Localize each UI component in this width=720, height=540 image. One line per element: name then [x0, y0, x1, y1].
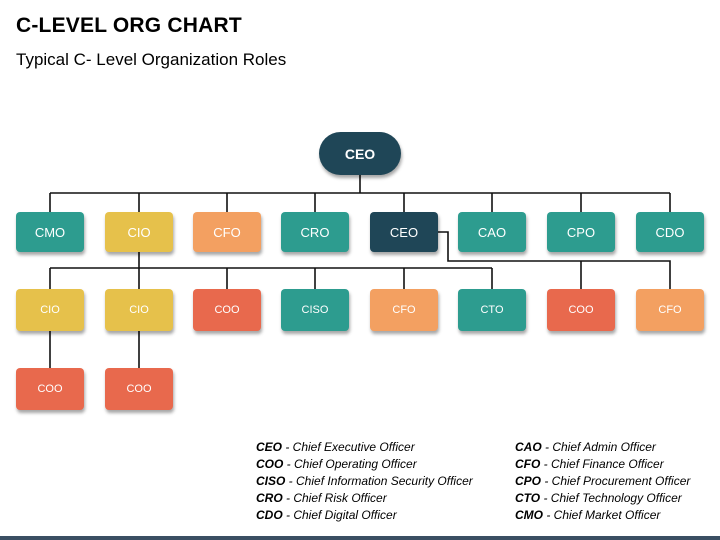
org-node-l1-cdo[interactable]: CDO: [636, 212, 704, 252]
legend-desc: - Chief Procurement Officer: [541, 474, 691, 488]
org-node-label: CISO: [301, 304, 329, 316]
org-node-label: CPO: [566, 224, 596, 240]
org-node-label: CFO: [213, 224, 241, 240]
legend-desc: - Chief Digital Officer: [282, 508, 397, 522]
legend-desc: - Chief Finance Officer: [540, 457, 664, 471]
legend-abbr: CRO: [256, 491, 283, 505]
legend-abbr: CISO: [256, 474, 286, 488]
legend-item: CDO - Chief Digital Officer: [256, 507, 473, 524]
legend-item: CAO - Chief Admin Officer: [515, 439, 690, 456]
org-node-label: CFO: [392, 304, 416, 316]
org-node-l1-ceo[interactable]: CEO: [370, 212, 438, 252]
legend-desc: - Chief Operating Officer: [283, 457, 417, 471]
org-node-label: CDO: [655, 224, 685, 240]
legend-item: CFO - Chief Finance Officer: [515, 456, 690, 473]
legend-abbr: CMO: [515, 508, 543, 522]
legend-item: CPO - Chief Procurement Officer: [515, 473, 690, 490]
org-node-label: COO: [568, 304, 594, 316]
org-node-label: CIO: [129, 304, 149, 316]
org-node-l2-cto[interactable]: CTO: [458, 289, 526, 331]
org-node-label: CEO: [344, 145, 376, 162]
org-node-l1-cpo[interactable]: CPO: [547, 212, 615, 252]
org-node-l2-cio-b[interactable]: CIO: [105, 289, 173, 331]
org-node-l2-coo-b[interactable]: COO: [547, 289, 615, 331]
org-node-label: COO: [37, 383, 63, 395]
legend-item: CRO - Chief Risk Officer: [256, 490, 473, 507]
legend-item: CEO - Chief Executive Officer: [256, 439, 473, 456]
legend-desc: - Chief Risk Officer: [282, 491, 387, 505]
legend-abbr: CTO: [515, 491, 541, 505]
org-node-l2-coo-a[interactable]: COO: [193, 289, 261, 331]
connector-ceo-branch: [437, 231, 671, 289]
org-node-label: CMO: [34, 224, 66, 240]
legend-desc: - Chief Information Security Officer: [285, 474, 473, 488]
org-node-l2-cfo-a[interactable]: CFO: [370, 289, 438, 331]
org-node-l2-ciso[interactable]: CISO: [281, 289, 349, 331]
org-node-l1-cio[interactable]: CIO: [105, 212, 173, 252]
legend-item: CMO - Chief Market Officer: [515, 507, 690, 524]
legend-left: CEO - Chief Executive Officer COO - Chie…: [256, 439, 473, 524]
org-node-label: CRO: [300, 224, 330, 240]
legend-item: COO - Chief Operating Officer: [256, 456, 473, 473]
legend-abbr: CEO: [256, 440, 283, 454]
org-node-label: CIO: [40, 304, 60, 316]
page-title: C-LEVEL ORG CHART: [16, 14, 242, 37]
org-node-l1-cfo[interactable]: CFO: [193, 212, 261, 252]
page-subtitle: Typical C- Level Organization Roles: [16, 50, 287, 69]
legend-desc: - Chief Executive Officer: [282, 440, 415, 454]
org-node-label: COO: [214, 304, 240, 316]
legend-abbr: CDO: [256, 508, 283, 522]
org-node-l2-cio-a[interactable]: CIO: [16, 289, 84, 331]
org-node-l2-cfo-b[interactable]: CFO: [636, 289, 704, 331]
org-node-label: CFO: [658, 304, 682, 316]
legend-item: CTO - Chief Technology Officer: [515, 490, 690, 507]
org-node-label: CAO: [477, 224, 507, 240]
legend-abbr: CAO: [515, 440, 542, 454]
legend-abbr: CFO: [515, 457, 541, 471]
legend-abbr: CPO: [515, 474, 542, 488]
org-node-label: CTO: [480, 304, 504, 316]
bottom-accent-bar: [0, 536, 720, 540]
org-node-label: CEO: [389, 224, 419, 240]
org-node-l1-cmo[interactable]: CMO: [16, 212, 84, 252]
legend-desc: - Chief Technology Officer: [540, 491, 682, 505]
org-node-label: COO: [126, 383, 152, 395]
org-node-label: CIO: [127, 224, 151, 240]
org-node-l3-coo-a[interactable]: COO: [16, 368, 84, 410]
legend-desc: - Chief Market Officer: [543, 508, 661, 522]
legend-abbr: COO: [256, 457, 284, 471]
org-node-l3-coo-b[interactable]: COO: [105, 368, 173, 410]
org-node-l1-cro[interactable]: CRO: [281, 212, 349, 252]
legend-desc: - Chief Admin Officer: [541, 440, 656, 454]
legend-right: CAO - Chief Admin Officer CFO - Chief Fi…: [515, 439, 690, 524]
org-node-ceo-root[interactable]: CEO: [319, 132, 401, 175]
legend-item: CISO - Chief Information Security Office…: [256, 473, 473, 490]
org-node-l1-cao[interactable]: CAO: [458, 212, 526, 252]
